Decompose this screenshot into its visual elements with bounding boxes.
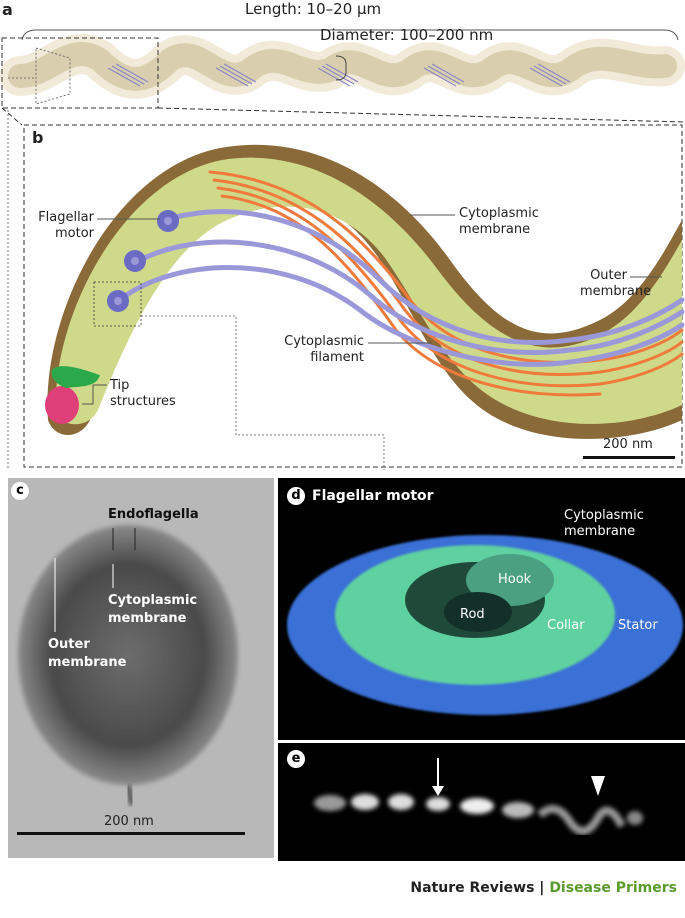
panel-e-letter: e bbox=[287, 750, 305, 768]
scale-bar-b-label: 200 nm bbox=[603, 437, 653, 452]
length-bracket bbox=[21, 29, 679, 41]
cell-cytoplasm bbox=[55, 157, 682, 425]
endoflagella bbox=[117, 209, 685, 367]
flagellar-motor-label: Flagellar motor bbox=[38, 210, 94, 241]
stator-label: Stator bbox=[618, 618, 658, 633]
cytoplasmic-membrane-label-c: Cytoplasmic membrane bbox=[108, 593, 198, 626]
spirochete-body bbox=[8, 42, 677, 91]
rod-label: Rod bbox=[460, 607, 485, 622]
scale-bar-c bbox=[17, 832, 245, 835]
series-name: Disease Primers bbox=[549, 880, 677, 896]
em-cell bbox=[18, 525, 238, 785]
periplasmic-flagella bbox=[107, 63, 571, 87]
arrowhead-marker bbox=[591, 776, 605, 796]
diameter-label: Diameter: 100–200 nm bbox=[320, 26, 494, 44]
scale-bar-b bbox=[583, 456, 675, 459]
collar-label: Collar bbox=[547, 618, 585, 633]
tip-structures-label: Tip structures bbox=[110, 378, 176, 409]
panel-c-letter: c bbox=[11, 482, 29, 500]
journal-name: Nature Reviews bbox=[410, 880, 535, 896]
endoflagella-label: Endoflagella bbox=[108, 507, 199, 522]
flagellar-motor-title: Flagellar motor bbox=[312, 488, 434, 504]
panel-a-letter: a bbox=[2, 0, 13, 19]
diameter-bracket bbox=[335, 55, 347, 81]
outer-membrane-label-c: Outer membrane bbox=[48, 637, 127, 670]
fluorescent-spirochete bbox=[314, 794, 643, 835]
tip-green bbox=[51, 366, 100, 388]
journal-footer: Nature Reviews | Disease Primers bbox=[410, 880, 677, 896]
outer-membrane-label-b: Outer membrane bbox=[580, 268, 652, 299]
hook-label: Hook bbox=[498, 572, 532, 587]
cytoplasmic-membrane-label-d: Cytoplasmic membrane bbox=[564, 508, 644, 539]
tip-pink bbox=[45, 386, 79, 424]
scale-bar-c-label: 200 nm bbox=[104, 814, 154, 829]
panel-d-letter: d bbox=[287, 487, 305, 505]
panel-b-letter: b bbox=[32, 128, 44, 147]
footer-separator: | bbox=[534, 880, 550, 896]
rod-structure bbox=[444, 592, 512, 632]
length-label: Length: 10–20 µm bbox=[245, 0, 382, 18]
zoom-box-a bbox=[1, 37, 159, 109]
cytoplasmic-filament-label: Cytoplasmic filament bbox=[284, 334, 364, 365]
zoom-box-b bbox=[93, 281, 142, 327]
cytoplasmic-membrane-label-b: Cytoplasmic membrane bbox=[459, 206, 539, 237]
